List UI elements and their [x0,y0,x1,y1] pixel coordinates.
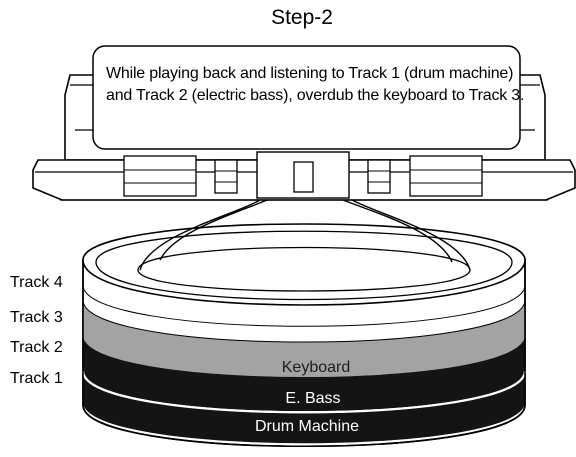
left-meter-large [123,155,197,197]
band-separator [81,370,527,414]
track1-content-label: Drum Machine [255,418,359,435]
right-meter-large [409,155,483,197]
callout-bubble [92,45,521,150]
left-meter-small [214,159,238,194]
step-title: Step-2 [271,6,333,29]
right-meter-small [367,159,391,194]
track2-band [83,335,525,412]
track3-band [83,300,525,377]
tape-head [293,161,314,193]
track1-band [83,372,525,444]
track-label-4: Track 4 [10,274,63,291]
callout-text: While playing back and listening to Trac… [106,65,525,104]
track3-content-label: Keyboard [282,359,351,376]
reel-top-inner [137,246,471,292]
tape-reel [81,159,527,448]
reel-top-ring [95,230,513,301]
track-label-1: Track 1 [10,370,63,387]
track-label-3: Track 3 [10,309,63,326]
track2-content-label: E. Bass [285,390,340,407]
track-label-2: Track 2 [10,339,63,356]
